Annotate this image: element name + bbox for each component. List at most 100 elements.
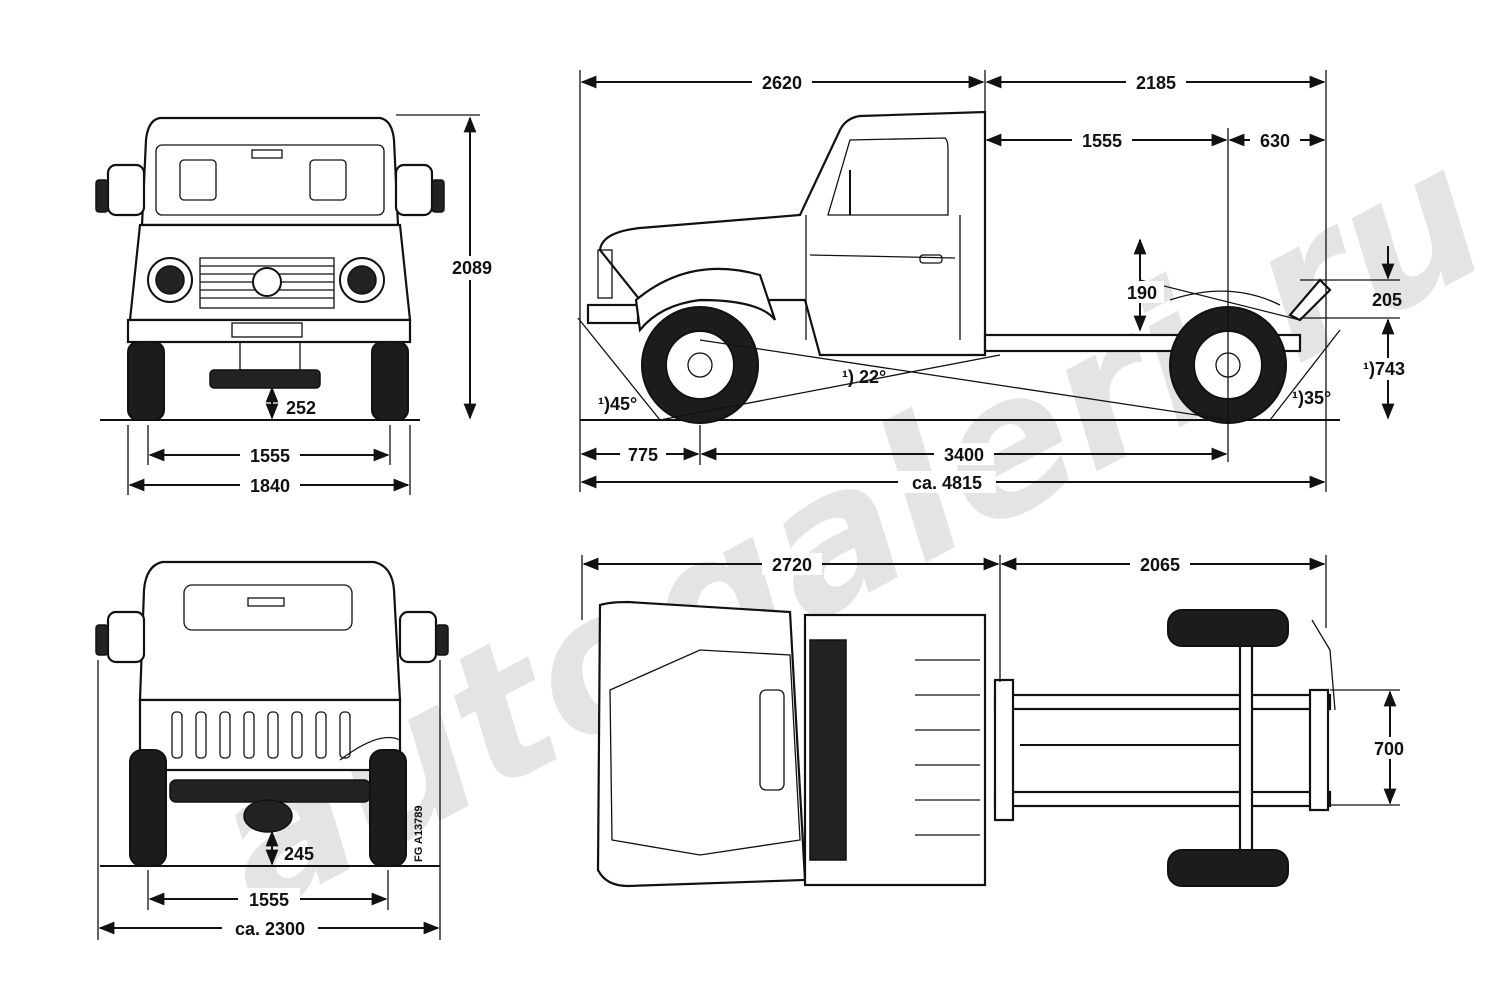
front-width-label-bg <box>240 474 300 496</box>
side-frame-height-label-bg <box>1118 281 1164 303</box>
top-view: 2720 2065 700 <box>581 553 1414 888</box>
front-tyre-right <box>371 341 409 421</box>
side-cab-rear-label: 2185 <box>1136 73 1176 93</box>
front-track-label: 1555 <box>250 446 290 466</box>
front-headlight-left-lens <box>155 265 185 295</box>
front-tyre-left <box>127 341 165 421</box>
top-rear-axle <box>1238 638 1254 867</box>
front-track-label-bg <box>240 444 300 466</box>
departure-angle-line <box>1269 329 1341 421</box>
front-grille <box>199 257 335 309</box>
front-side-mirror-right <box>394 163 434 217</box>
rear-window <box>183 584 353 631</box>
front-clearance-label: 252 <box>286 398 316 418</box>
front-width-label: 1840 <box>250 476 290 496</box>
top-hood-badge <box>759 689 785 791</box>
side-rear-height-label-bg <box>1354 358 1414 380</box>
front-headlight-right-lens <box>347 265 377 295</box>
approach-angle-label: ¹)45° <box>598 394 637 414</box>
rear-axle <box>169 779 371 803</box>
side-rear-height-label: ¹)743 <box>1363 359 1405 379</box>
front-lower-grille <box>239 341 301 371</box>
side-door-handle <box>919 254 943 264</box>
rear-track-label-bg <box>238 888 300 910</box>
side-axle-end-label-bg <box>1250 129 1300 151</box>
front-windshield <box>155 144 385 216</box>
front-height-label: 2089 <box>452 258 492 278</box>
top-frame-rail-lower <box>993 790 1332 808</box>
top-frame-rear-label-bg <box>1130 553 1190 575</box>
side-front-overhang-label-bg <box>620 443 666 465</box>
side-rear-frame-label: 205 <box>1372 290 1402 310</box>
top-front-frame-label: 2720 <box>772 555 812 575</box>
top-frame-width-label-bg <box>1364 737 1414 759</box>
breakover-line-right <box>699 339 1231 421</box>
side-front-rim <box>665 330 735 400</box>
front-side-mirror-left <box>106 163 146 217</box>
side-front-hub <box>687 352 713 378</box>
front-seat-right <box>309 159 347 201</box>
side-front-bumper <box>586 303 640 325</box>
side-front-cab-label: 2620 <box>762 73 802 93</box>
side-wheelbase-label: 3400 <box>944 445 984 465</box>
side-view: ¹)45° ¹) 22° ¹)35° 2620 2185 1555 630 19… <box>577 70 1414 493</box>
side-axle-end-label: 630 <box>1260 131 1290 151</box>
side-front-fender <box>634 267 777 333</box>
front-seat-left <box>179 159 217 201</box>
rear-ribs <box>171 711 351 759</box>
top-frame-crossmember-rear <box>1308 688 1330 812</box>
approach-angle-line <box>577 317 661 421</box>
breakover-line-left <box>659 354 1001 421</box>
top-rear-tyre-upper <box>1167 609 1289 647</box>
rear-exhaust <box>339 736 401 761</box>
side-front-overhang-label: 775 <box>628 445 658 465</box>
side-frame-axle-label: 1555 <box>1082 131 1122 151</box>
side-overall-length-label-bg <box>898 471 996 493</box>
side-cab-rear-label-bg <box>1126 71 1186 93</box>
top-rear-tyre-lower <box>1167 849 1289 887</box>
top-frame-width-label: 700 <box>1374 739 1404 759</box>
side-wheelbase-label-bg <box>934 443 994 465</box>
rear-differential <box>243 799 293 833</box>
top-hood-panel <box>609 649 801 856</box>
side-overall-length-label: ca. 4815 <box>912 473 982 493</box>
rear-view: FG A13789 245 1555 ca. 2300 <box>95 560 449 940</box>
front-star-emblem <box>252 267 282 297</box>
rear-width-label: ca. 2300 <box>235 919 305 939</box>
breakover-angle-label: ¹) 22° <box>842 367 886 387</box>
rear-tyre-right <box>369 749 407 867</box>
side-frame-axle-label-bg <box>1072 129 1132 151</box>
front-axle <box>209 369 321 389</box>
top-front-frame-label-bg <box>762 553 822 575</box>
rear-lower-body <box>138 698 402 772</box>
rear-mirror-glass-left <box>95 624 109 656</box>
front-mirror <box>251 149 283 159</box>
rear-side-mirror-right <box>398 610 438 664</box>
side-front-cab-label-bg <box>752 71 812 93</box>
top-frame-rail-upper <box>993 693 1332 711</box>
rear-side-mirror-left <box>106 610 146 664</box>
top-frame-rear-label: 2065 <box>1140 555 1180 575</box>
side-door-window <box>827 137 949 216</box>
front-plate <box>231 322 303 338</box>
rear-clearance-label: 245 <box>284 844 314 864</box>
rear-frame-slope-line <box>1139 279 1301 321</box>
rear-track-label: 1555 <box>249 890 289 910</box>
rear-mirror <box>247 597 285 607</box>
side-grille <box>597 249 613 299</box>
top-windshield <box>809 639 847 861</box>
rear-width-label-bg <box>222 917 318 939</box>
top-frame-crossmember-front <box>993 678 1015 822</box>
front-height-label-bg <box>444 256 500 280</box>
rear-tyre-left <box>129 749 167 867</box>
front-view: 2089 252 1555 1840 <box>95 114 500 496</box>
side-frame-height-label: 190 <box>1127 283 1157 303</box>
side-door-crease <box>809 254 956 259</box>
top-roof-ribs <box>915 659 980 836</box>
side-cab-outline <box>598 110 987 357</box>
drawing-code: FG A13789 <box>413 806 425 862</box>
departure-angle-label: ¹)35° <box>1292 388 1331 408</box>
rear-cab-outline <box>138 560 402 702</box>
